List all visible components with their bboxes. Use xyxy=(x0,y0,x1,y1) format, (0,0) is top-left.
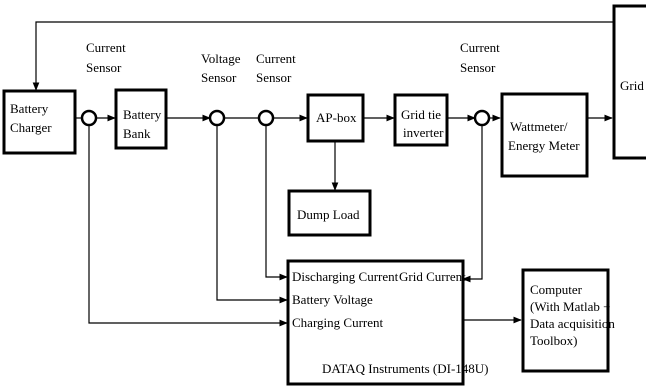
dataq-battery-voltage-label: Battery Voltage xyxy=(292,292,373,307)
voltage-sensor xyxy=(208,109,226,127)
dataq-charging-current-label: Charging Current xyxy=(292,315,383,330)
battery-charger-label-line1: Battery xyxy=(10,101,49,116)
current-sensor-3 xyxy=(473,109,491,127)
battery-charger-label-line2: Charger xyxy=(10,120,52,135)
current-sensor-2 xyxy=(257,109,275,127)
wattmeter-label-line1: Wattmeter/ xyxy=(510,119,568,134)
wattmeter-block: Wattmeter/ Energy Meter xyxy=(500,92,589,178)
wattmeter-label-line2: Energy Meter xyxy=(508,138,580,153)
computer-label-line4: Toolbox) xyxy=(530,333,577,348)
current-sensor-3-label-line2: Sensor xyxy=(460,60,496,75)
battery-bank-label-line1: Battery xyxy=(123,107,162,122)
current-sensor-1 xyxy=(80,109,98,127)
dataq-grid-current-label: Grid Current xyxy=(399,269,466,284)
computer-block: Computer (With Matlab + Data acquisition… xyxy=(521,268,615,373)
signal-battery-voltage xyxy=(216,125,288,304)
current-sensor-2-label-line2: Sensor xyxy=(256,70,292,85)
current-sensor-1-label-line2: Sensor xyxy=(86,60,122,75)
signal-discharging-current xyxy=(265,125,288,281)
dataq-instrument-name: DATAQ Instruments (DI-148U) xyxy=(322,361,489,376)
battery-bank-block: Battery Bank xyxy=(114,88,168,150)
dataq-discharging-current-label: Discharging Current xyxy=(292,269,399,284)
current-sensor-3-label-line1: Current xyxy=(460,40,500,55)
ap-box-block: AP-box xyxy=(306,93,365,143)
voltage-sensor-label-line1: Voltage xyxy=(201,51,241,66)
grid-tie-inverter-block: Grid tie inverter xyxy=(393,93,449,147)
grid-tie-inverter-label-line1: Grid tie xyxy=(401,107,441,122)
dump-load-label: Dump Load xyxy=(297,207,360,222)
grid-feedback-line xyxy=(32,21,614,91)
battery-charger-block: Battery Charger xyxy=(2,89,77,155)
computer-label-line1: Computer xyxy=(530,282,583,297)
dump-load-block: Dump Load xyxy=(287,189,372,237)
current-sensor-1-label-line1: Current xyxy=(86,40,126,55)
signal-grid-current xyxy=(462,125,483,283)
voltage-sensor-label-line2: Sensor xyxy=(201,70,237,85)
ap-box-label: AP-box xyxy=(316,110,357,125)
computer-label-line3: Data acquisition xyxy=(530,316,615,331)
battery-bank-label-line2: Bank xyxy=(123,126,151,141)
grid-block: Grid xyxy=(612,4,646,160)
grid-tie-inverter-label-line2: inverter xyxy=(403,125,444,140)
current-sensor-2-label-line1: Current xyxy=(256,51,296,66)
signal-charging-current xyxy=(88,125,288,327)
grid-label: Grid xyxy=(620,78,644,93)
computer-label-line2: (With Matlab + xyxy=(530,299,610,314)
dataq-block: Discharging Current Grid Current Battery… xyxy=(286,259,489,386)
